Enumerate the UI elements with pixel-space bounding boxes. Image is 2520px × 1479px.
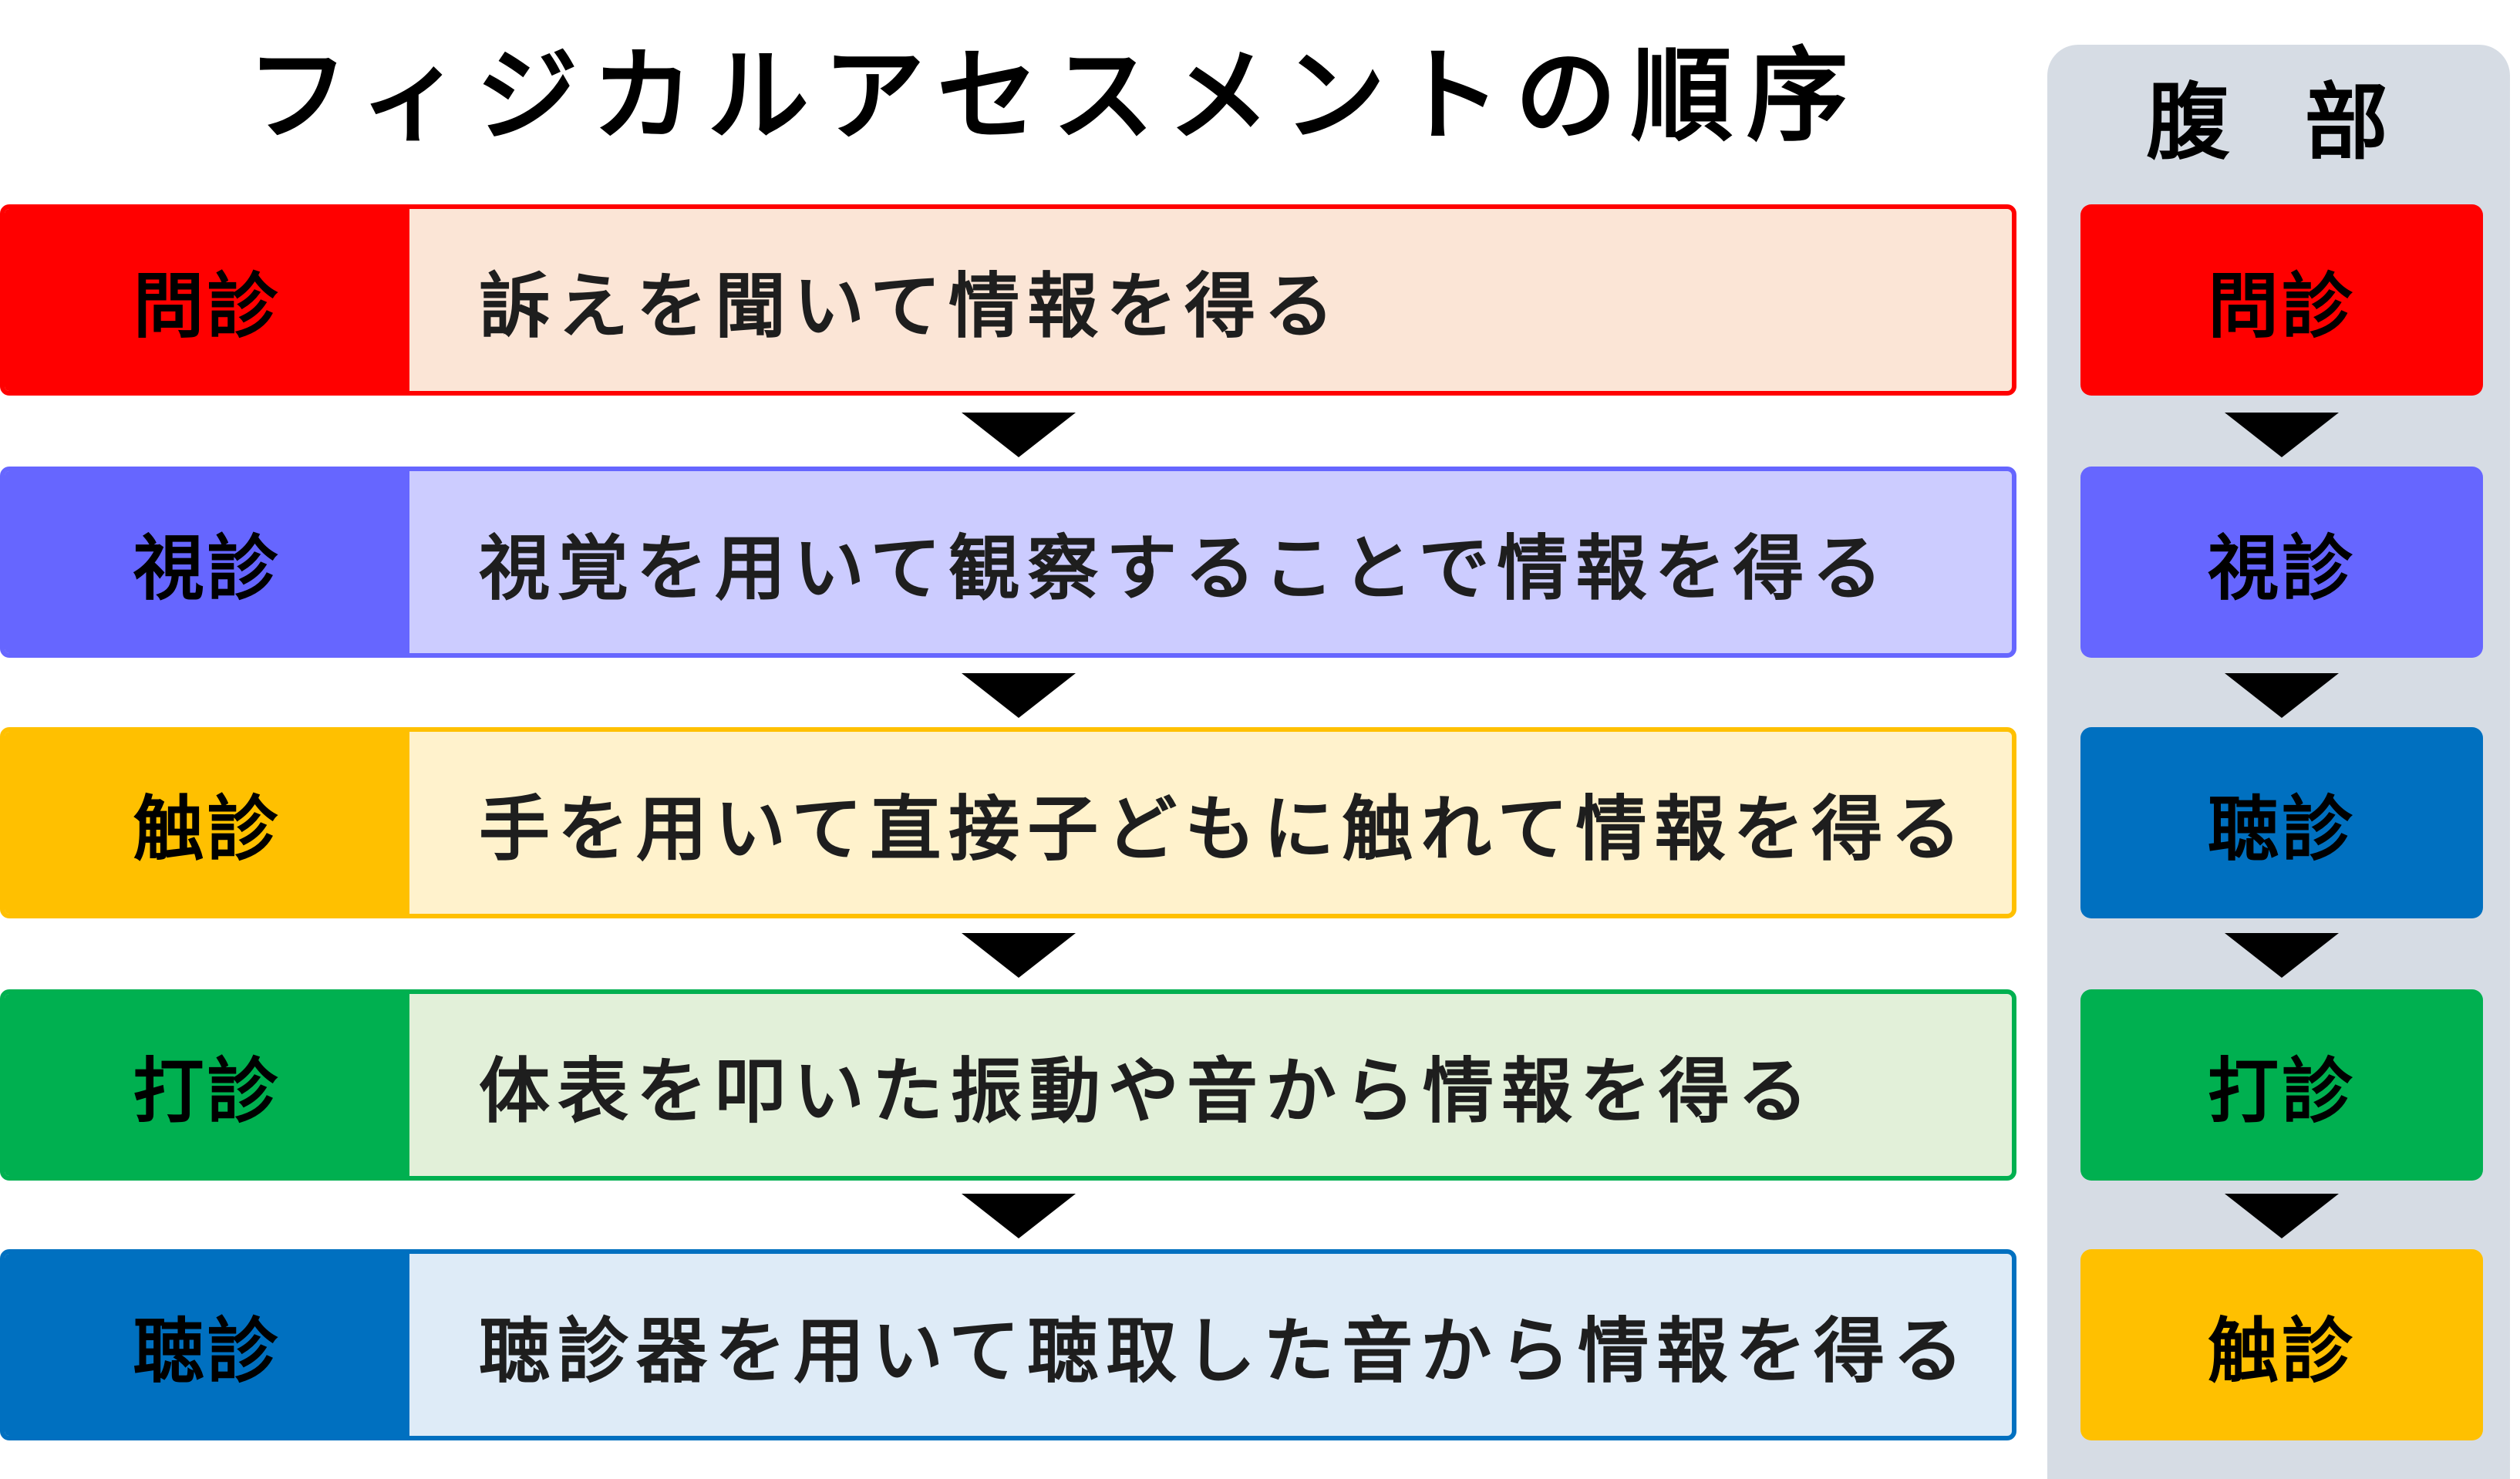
step-row-percussion: 打診 体表を叩いた振動や音から情報を得る [0,989,2016,1181]
flow-arrow-down-icon [962,933,1076,978]
abdomen-step: 聴診 [2080,727,2483,918]
flow-arrow-down-icon [962,413,1076,457]
abdomen-arrow-down-icon [2225,413,2339,457]
step-description: 訴えを聞いて情報を得る [479,264,1343,348]
step-label: 打診 [5,994,409,1176]
abdomen-arrow-down-icon [2225,673,2339,718]
flow-arrow-down-icon [962,1194,1076,1238]
step-row-palpation: 触診 手を用いて直接子どもに触れて情報を得る [0,727,2016,918]
page-title: フィジカルアセスメントの順序 [247,37,1862,156]
step-description: 体表を叩いた振動や音から情報を得る [479,1049,1817,1133]
step-description: 視覚を用いて観察することで情報を得る [479,527,1891,610]
abdomen-title: 腹 部 [2146,75,2411,171]
abdomen-step: 視診 [2080,467,2483,658]
abdomen-step: 打診 [2080,989,2483,1181]
step-row-inquiry: 問診 訴えを聞いて情報を得る [0,204,2016,396]
step-label: 触診 [5,732,409,914]
abdomen-step: 触診 [2080,1249,2483,1440]
step-row-inspection: 視診 視覚を用いて観察することで情報を得る [0,467,2016,658]
step-label: 視診 [5,471,409,653]
step-description: 聴診器を用いて聴取した音から情報を得る [479,1309,1972,1393]
abdomen-arrow-down-icon [2225,933,2339,978]
abdomen-arrow-down-icon [2225,1194,2339,1238]
step-row-auscultation: 聴診 聴診器を用いて聴取した音から情報を得る [0,1249,2016,1440]
step-label: 問診 [5,209,409,391]
flow-arrow-down-icon [962,673,1076,718]
step-label: 聴診 [5,1254,409,1436]
step-description: 手を用いて直接子どもに触れて情報を得る [479,787,1969,871]
abdomen-step: 問診 [2080,204,2483,396]
